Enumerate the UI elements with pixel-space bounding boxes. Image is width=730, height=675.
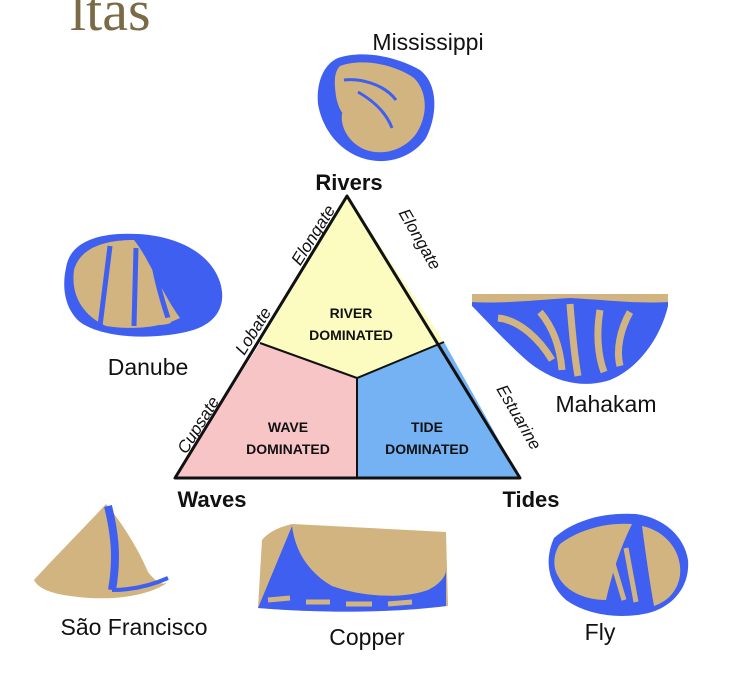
ternary-triangle bbox=[173, 194, 522, 480]
danube-delta-illustration bbox=[64, 233, 223, 337]
partial-header: ltas bbox=[70, 0, 151, 43]
vertex-waves: Waves bbox=[178, 487, 247, 512]
wave-dominated-region bbox=[175, 343, 357, 478]
edge-label-elongate-right: Elongate bbox=[395, 205, 445, 273]
delta-label-mahakam: Mahakam bbox=[556, 391, 657, 417]
delta-label-danube: Danube bbox=[108, 354, 189, 380]
delta-label-fly: Fly bbox=[585, 619, 616, 645]
vertex-tides: Tides bbox=[502, 487, 559, 512]
fly-delta-illustration bbox=[548, 513, 689, 616]
river-dominated-region bbox=[260, 196, 444, 378]
edge-label-estuarine: Estuarine bbox=[493, 381, 545, 453]
tide-dominated-label-1: TIDE bbox=[411, 419, 443, 435]
tide-dominated-label-2: DOMINATED bbox=[385, 441, 469, 457]
wave-dominated-label-2: DOMINATED bbox=[246, 441, 330, 457]
mahakam-delta-illustration bbox=[472, 294, 668, 384]
triangle-outline bbox=[173, 194, 522, 480]
delta-label-mississippi: Mississippi bbox=[372, 29, 483, 55]
delta-label-sao-francisco: São Francisco bbox=[60, 614, 207, 640]
river-dominated-label-2: DOMINATED bbox=[309, 327, 393, 343]
copper-delta-illustration bbox=[258, 524, 448, 612]
tide-dominated-region bbox=[357, 342, 520, 478]
delta-label-copper: Copper bbox=[329, 624, 405, 650]
wave-dominated-label-1: WAVE bbox=[268, 419, 308, 435]
vertex-rivers: Rivers bbox=[315, 170, 382, 195]
river-dominated-label-1: RIVER bbox=[330, 305, 373, 321]
mississippi-delta-illustration bbox=[317, 54, 435, 162]
sao-francisco-delta-illustration bbox=[34, 504, 169, 599]
